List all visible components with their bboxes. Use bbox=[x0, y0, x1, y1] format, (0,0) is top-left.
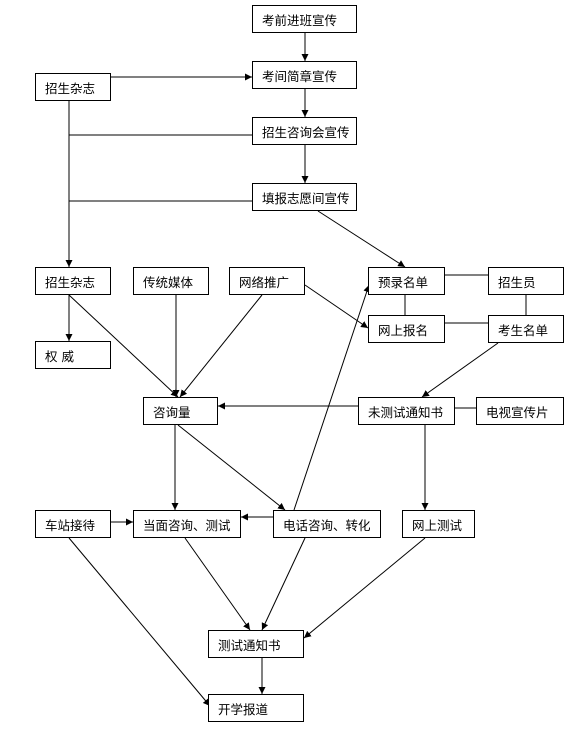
node-kaojian: 考间简章宣传 bbox=[252, 61, 357, 89]
edge-tianbao-yulu bbox=[317, 210, 406, 268]
node-kaixue: 开学报道 bbox=[208, 694, 304, 722]
edge-wangluo-zixunliang bbox=[179, 294, 263, 398]
node-dangmian: 当面咨询、测试 bbox=[133, 510, 241, 538]
node-chuantong: 传统媒体 bbox=[133, 267, 209, 295]
node-chezhan: 车站接待 bbox=[35, 510, 111, 538]
node-wangshang-baoming: 网上报名 bbox=[368, 315, 445, 343]
node-kaoqian: 考前进班宣传 bbox=[252, 5, 357, 33]
edge-zixunliang-dianhua bbox=[177, 424, 286, 511]
node-tianbao: 填报志愿间宣传 bbox=[252, 183, 357, 211]
edge-kaosheng-weiceshi bbox=[421, 342, 499, 398]
edge-wangshang-ceshi-ceshi bbox=[303, 537, 426, 639]
node-wangshang-ceshi: 网上测试 bbox=[402, 510, 475, 538]
node-weiceshi: 未测试通知书 bbox=[358, 397, 455, 425]
node-zixunhui: 招生咨询会宣传 bbox=[252, 117, 357, 145]
node-zhaosheng-zazhi-mid: 招生杂志 bbox=[35, 267, 111, 295]
node-quanwei: 权 威 bbox=[35, 341, 111, 369]
edge-wangluo-baoming bbox=[304, 284, 369, 329]
node-zhaoshengyuan: 招生员 bbox=[488, 267, 564, 295]
edge-dianhua-ceshi bbox=[261, 537, 306, 631]
node-ceshi-tongzhi: 测试通知书 bbox=[208, 630, 304, 658]
node-dianhua: 电话咨询、转化 bbox=[273, 510, 381, 538]
node-zhaosheng-zazhi-top: 招生杂志 bbox=[35, 73, 111, 101]
edge-dangmian-ceshi bbox=[184, 537, 251, 631]
node-zixunliang: 咨询量 bbox=[143, 397, 218, 425]
node-yulu: 预录名单 bbox=[368, 267, 445, 295]
node-wangluo: 网络推广 bbox=[229, 267, 305, 295]
edge-chezhan-kaixue bbox=[68, 537, 211, 707]
node-kaosheng-mingdan: 考生名单 bbox=[488, 315, 564, 343]
edge-zazhi-zixunliang bbox=[68, 294, 179, 398]
node-dianshi: 电视宣传片 bbox=[476, 397, 564, 425]
edge-dianhua-yulu bbox=[293, 284, 371, 511]
